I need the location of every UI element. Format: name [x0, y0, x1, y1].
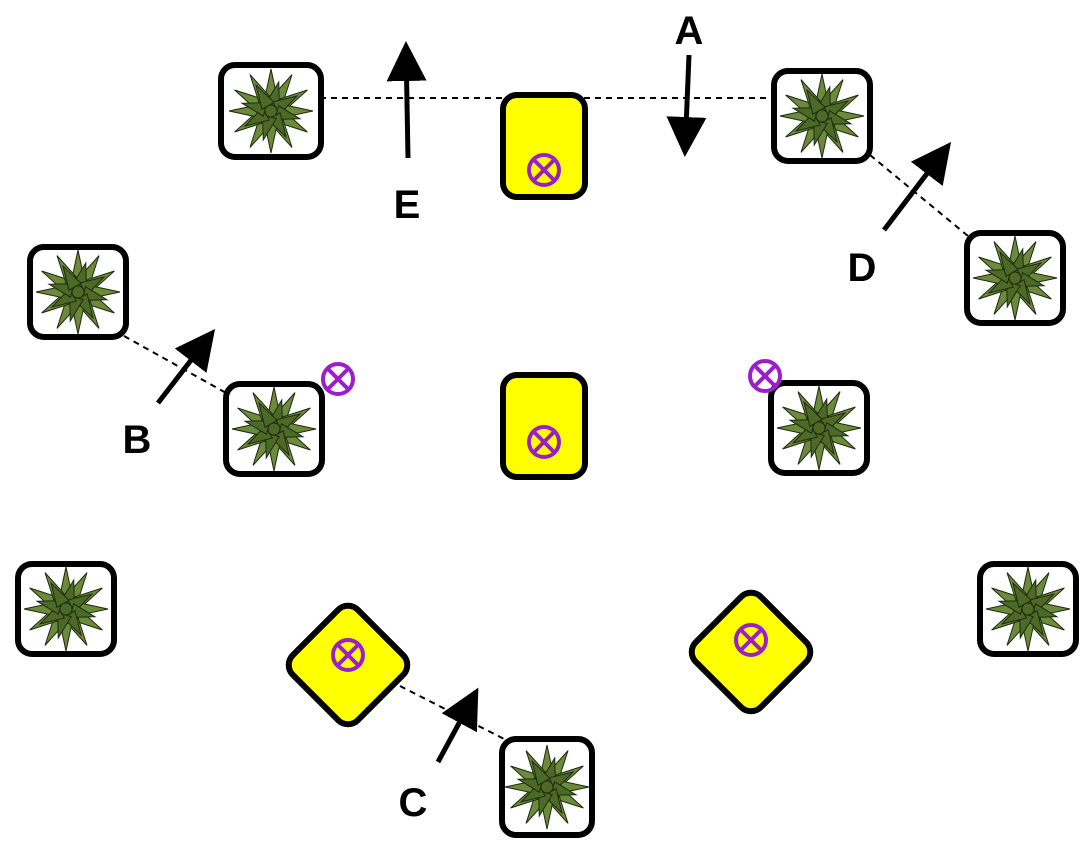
- arrow-icon: [666, 54, 707, 157]
- plant-tile: [977, 561, 1079, 657]
- connector-line: [399, 685, 511, 743]
- plant-tile: [27, 244, 129, 340]
- plant-tile: [768, 380, 870, 476]
- plant-tile: [964, 230, 1066, 326]
- yellow-tile: [688, 589, 814, 715]
- plant-tile: [15, 561, 117, 657]
- circled-times-icon: [748, 359, 782, 393]
- yellow-tile: [500, 92, 588, 200]
- plant-tile: [499, 736, 595, 838]
- arrow-icon: [435, 687, 479, 764]
- connector-line: [869, 154, 969, 237]
- yellow-tile: [500, 372, 588, 480]
- arrows: [156, 41, 952, 764]
- label-b: B: [123, 418, 152, 462]
- plant-tile: [771, 68, 873, 164]
- connector-line: [123, 335, 229, 395]
- arrow-icon: [156, 329, 216, 405]
- yellow-tile: [285, 602, 411, 728]
- arrow-icon: [386, 41, 427, 159]
- label-c: C: [399, 781, 428, 825]
- label-e: E: [394, 183, 421, 227]
- circled-times-icon: [321, 362, 355, 396]
- label-a: A: [675, 9, 704, 53]
- arrow-icon: [882, 142, 952, 232]
- plant-tile: [218, 62, 324, 160]
- plant-tile: [223, 381, 325, 477]
- label-d: D: [848, 246, 877, 290]
